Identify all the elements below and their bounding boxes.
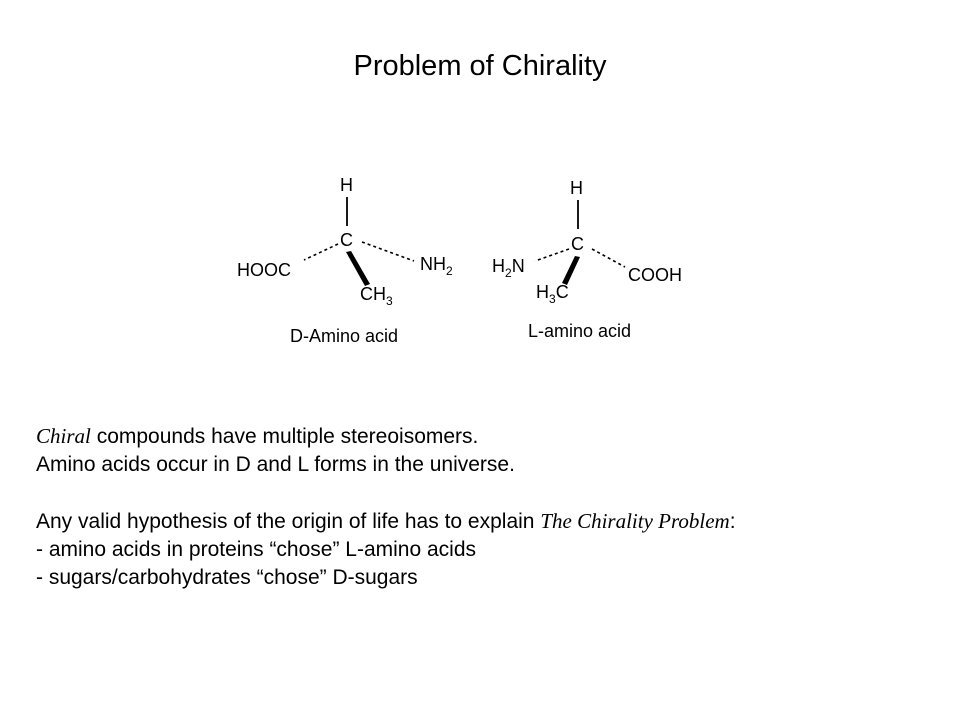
d-carbon-label: C (340, 230, 353, 250)
d-bond-wedge (346, 251, 370, 286)
body-line-hypothesis-end: : (729, 510, 736, 533)
slide-body: Chiral compounds have multiple stereoiso… (36, 422, 936, 592)
d-amino-acid-caption: D-Amino acid (290, 326, 398, 346)
d-bond-left-dashed (303, 243, 339, 261)
slide-title: Problem of Chirality (353, 50, 607, 82)
body-line-chiral: Chiral compounds have multiple stereoiso… (36, 422, 936, 451)
l-bond-wedge (562, 256, 580, 285)
l-bond-right-dashed (591, 248, 626, 268)
body-line-chiral-rest: compounds have multiple stereoisomers. (90, 425, 479, 448)
l-amino-acid-structure: H C H2N COOH H3C L-amino acid (492, 178, 682, 341)
l-down-group-label: H3C (536, 282, 569, 306)
l-left-group-label: H2N (492, 256, 525, 280)
body-line-forms: Amino acids occur in D and L forms in th… (36, 453, 515, 476)
d-down-group-label: CH3 (360, 284, 393, 308)
chirality-problem-term: The Chirality Problem (540, 509, 730, 533)
chiral-term: Chiral (36, 424, 91, 448)
d-hydrogen-label: H (340, 175, 353, 195)
body-line-hypothesis: Any valid hypothesis of the origin of li… (36, 507, 936, 536)
d-bond-right-dashed (361, 241, 415, 262)
l-hydrogen-label: H (570, 178, 583, 198)
d-right-group-label: NH2 (420, 254, 453, 278)
l-amino-acid-caption: L-amino acid (528, 321, 631, 341)
d-left-group-label: HOOC (237, 260, 291, 280)
body-bullet-sugars: - sugars/carbohydrates “chose” D-sugars (36, 566, 418, 589)
body-line-hypothesis-start: Any valid hypothesis of the origin of li… (36, 510, 541, 533)
d-amino-acid-structure: H C HOOC NH2 CH3 D-Amino acid (237, 175, 453, 346)
l-carbon-label: C (571, 234, 584, 254)
body-bullet-amino-acids: - amino acids in proteins “chose” L-amin… (36, 538, 477, 561)
l-right-group-label: COOH (628, 265, 682, 285)
body-spacer (36, 479, 936, 507)
l-bond-left-dashed (534, 248, 570, 262)
